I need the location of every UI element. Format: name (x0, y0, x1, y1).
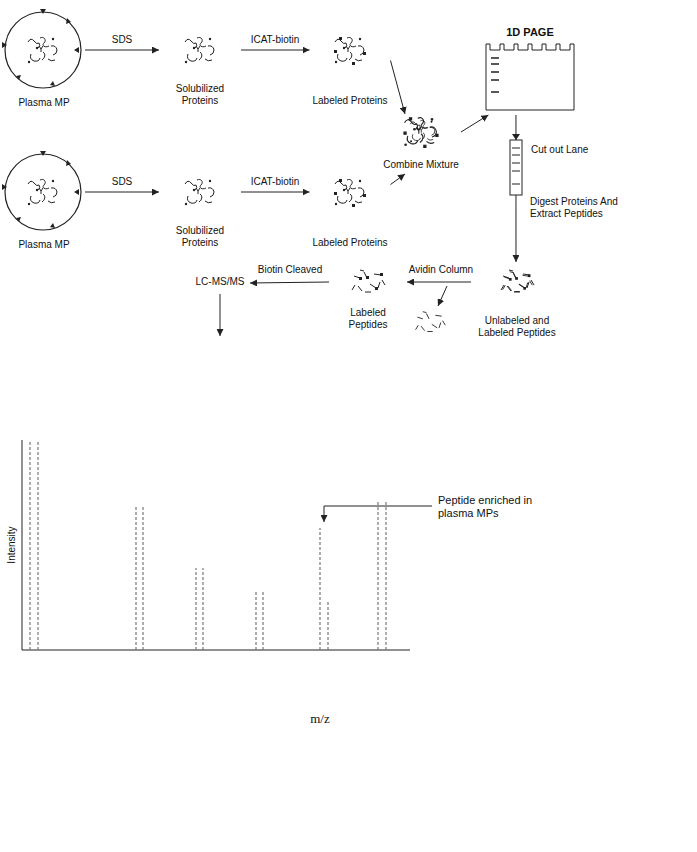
flow-arrow (391, 61, 406, 115)
microparticle-figure (2, 9, 81, 88)
gel-node: 1D PAGE (478, 25, 582, 115)
protein-node: Labeled Proteins (310, 20, 391, 110)
node-heading: 1D PAGE (506, 25, 553, 39)
labeled-protein-cluster (334, 37, 366, 65)
node-label: Labeled Proteins (312, 237, 387, 249)
unlabeled-peptides (416, 312, 446, 332)
flow-arrow (85, 192, 159, 193)
flow-through-arrow (438, 286, 447, 306)
protein-cluster (185, 179, 214, 205)
node-label: Solubilized Proteins (161, 225, 239, 249)
step-label: ICAT-biotin (250, 176, 301, 188)
node-label: Plasma MP (18, 97, 69, 109)
leader-arrow (324, 506, 432, 522)
microparticle-node: Plasma MP (3, 150, 85, 254)
flow-arrow (407, 282, 471, 283)
peptide-mixture (503, 272, 533, 292)
step-label: SDS (111, 176, 134, 188)
flow-arrow (250, 282, 329, 283)
flow-arrow (461, 115, 488, 132)
gel-figure (486, 44, 574, 110)
step-note: Digest Proteins And Extract Peptides (530, 196, 635, 220)
step-label: ICAT-biotin (250, 34, 301, 46)
analysis-node: LC-MS/MS (190, 274, 250, 292)
callout-text: Peptide enriched in plasma MPs (438, 494, 558, 520)
peptide-mixture (501, 270, 534, 292)
step-label: Cut out Lane (530, 144, 589, 156)
flow-arrow (85, 50, 159, 51)
axis-title: Intensity (6, 510, 18, 580)
microparticle-figure (2, 151, 81, 230)
flow-arrow (391, 174, 406, 185)
mixture-node: Combine Mixture (381, 114, 461, 174)
flow-arrow (220, 294, 221, 336)
peptide-node: Labeled Peptides (329, 262, 407, 334)
flow-arrow (241, 50, 310, 51)
labeled-protein-cluster (334, 179, 366, 207)
labeled-peptides (352, 270, 385, 292)
gel-lane-strip (510, 134, 522, 195)
mass-spectrum (22, 440, 410, 650)
step-label: SDS (111, 34, 134, 46)
node-label: Labeled Proteins (312, 95, 387, 107)
axis-title: m/z (290, 711, 350, 726)
microparticle-node: Plasma MP (3, 8, 85, 112)
protein-node: Labeled Proteins (310, 162, 391, 252)
node-label: Combine Mixture (383, 159, 459, 171)
node-label: Solubilized Proteins (161, 83, 239, 107)
flow-arrow (241, 192, 310, 193)
peptide-node: Unlabeled and Labeled Peptides (471, 262, 563, 342)
node-label: Unlabeled and Labeled Peptides (473, 315, 561, 339)
node-label: Labeled Peptides (331, 307, 405, 331)
protein-cluster (185, 37, 214, 63)
node-label: LC-MS/MS (196, 276, 245, 288)
step-label: Avidin Column (408, 264, 474, 276)
step-label: Biotin Cleaved (257, 264, 323, 276)
node-label: Plasma MP (18, 239, 69, 251)
combined-protein-cluster (403, 117, 438, 148)
protein-node: Solubilized Proteins (159, 162, 241, 252)
protein-node: Solubilized Proteins (159, 20, 241, 110)
combined-protein-cluster (410, 120, 435, 142)
